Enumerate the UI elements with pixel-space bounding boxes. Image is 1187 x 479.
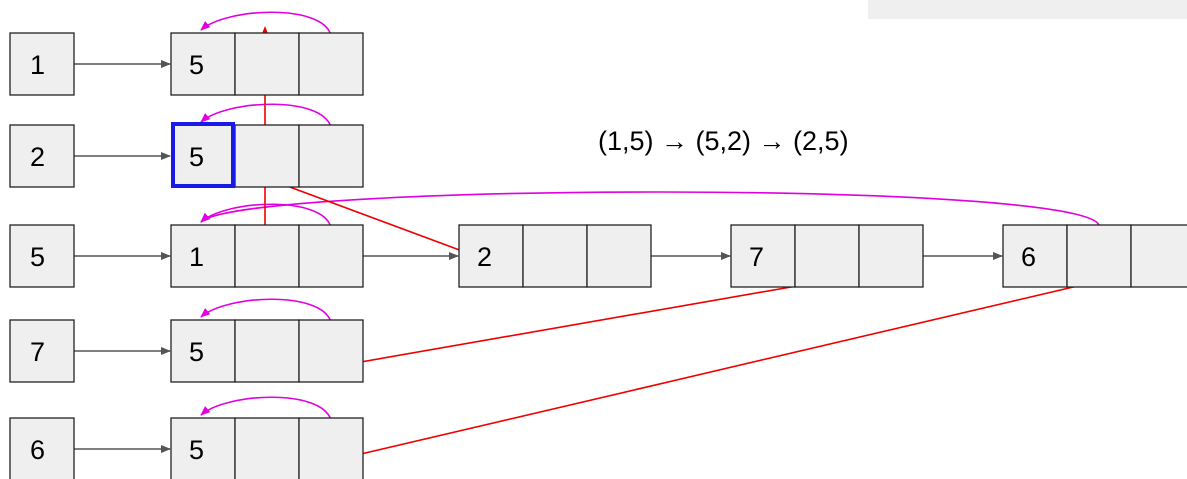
node-6-5-field-2 <box>298 417 364 479</box>
vertex-1-label: 1 <box>30 50 45 80</box>
highlighted-node-2-5 <box>171 122 235 188</box>
vertex-7-label: 7 <box>30 337 45 367</box>
vertex-5-label: 5 <box>30 242 45 272</box>
back-link-2-0 <box>200 103 332 128</box>
vertex-6-label: 6 <box>30 435 45 465</box>
text-layer: (1,5) → (5,2) → (2,5) <box>598 126 849 156</box>
node-6-5-value: 5 <box>189 435 204 465</box>
node-5-2-value: 2 <box>477 242 492 272</box>
vertex-6-head-cell <box>9 417 75 479</box>
node-5-2-field-1 <box>522 224 588 288</box>
node-5-1-value: 1 <box>189 242 204 272</box>
node-5-7-value: 7 <box>749 242 764 272</box>
top-right-panel <box>868 0 1187 19</box>
node-7-5-field-1 <box>234 319 300 383</box>
back-link-5-3 <box>200 191 1100 226</box>
node-2-5-value: 5 <box>189 142 204 172</box>
node-6-5-field-0 <box>170 417 236 479</box>
node-5-6-field-2 <box>1130 224 1187 288</box>
node-1-5-field-1 <box>234 32 300 96</box>
node-5-1-field-1 <box>234 224 300 288</box>
node-5-7-field-0 <box>730 224 796 288</box>
vertex-2-label: 2 <box>30 142 45 172</box>
path-text: (1,5) → (5,2) → (2,5) <box>598 126 849 156</box>
node-5-1-field-2 <box>298 224 364 288</box>
vertex-5-head-cell <box>9 224 75 288</box>
node-5-7-field-2 <box>858 224 924 288</box>
vertex-1-head-cell <box>9 32 75 96</box>
node-5-2-field-0 <box>458 224 524 288</box>
node-6-5-field-1 <box>234 417 300 479</box>
node-5-2-field-2 <box>586 224 652 288</box>
node-2-5-field-1 <box>234 124 300 188</box>
node-7-5-field-2 <box>298 319 364 383</box>
vertex-7-head-cell <box>9 319 75 383</box>
twin-link-5-6 <box>262 276 1112 479</box>
node-5-6-value: 6 <box>1021 242 1036 272</box>
node-1-5-field-2 <box>298 32 364 96</box>
back-link-7-0 <box>200 298 332 323</box>
node-7-5-value: 5 <box>189 337 204 367</box>
nodes-layer: 1 5 2 5 5 1 2 7 6 7 5 6 5 <box>9 32 1187 479</box>
node-2-5-field-2 <box>298 124 364 188</box>
node-5-6-field-0 <box>1002 224 1068 288</box>
node-7-5-field-0 <box>170 319 236 383</box>
node-5-6-field-1 <box>1066 224 1132 288</box>
node-5-7-field-1 <box>794 224 860 288</box>
back-link-6-0 <box>200 396 332 421</box>
node-1-5-value: 5 <box>189 50 204 80</box>
vertex-2-head-cell <box>9 124 75 188</box>
back-link-1-0 <box>200 11 332 36</box>
node-1-5-field-0 <box>170 32 236 96</box>
